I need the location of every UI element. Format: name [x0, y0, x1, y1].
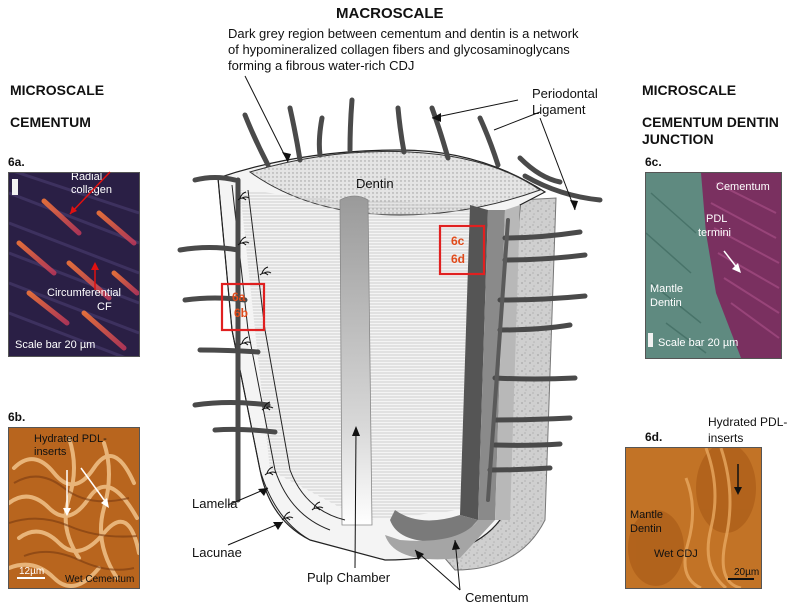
highlight-box-6a-6b [220, 282, 266, 332]
circumferential-arrowhead [91, 262, 99, 270]
right-heading-cementum-dentin: CEMENTUM DENTIN [642, 114, 779, 130]
pdl-termini-label-line2: termini [698, 227, 732, 239]
box-label-6c: 6c [451, 234, 465, 248]
hydrated-pdl-inserts-label-6d-line2: inserts [708, 431, 744, 445]
panel-6a-label: 6a. [8, 155, 25, 169]
mantle-dentin-label-6d-line2: Dentin [630, 523, 662, 535]
wet-cementum-label: Wet Cementum [65, 574, 135, 585]
panel-6c-scale-bar-text: Scale bar 20 µm [658, 337, 739, 349]
box-label-6b: 6b [234, 306, 249, 320]
ligament-fiber-strands [235, 177, 510, 503]
right-heading-microscale: MICROSCALE [642, 82, 737, 98]
lacunae-label: Lacunae [192, 545, 242, 560]
left-heading-microscale: MICROSCALE [10, 82, 105, 98]
cementum-micrograph-6a-texture [9, 173, 139, 356]
pulp-chamber [339, 195, 373, 526]
macroscale-description-line3: forming a fibrous water-rich CDJ [228, 58, 415, 73]
periodontal-ligament-label-line2: Ligament [532, 102, 586, 117]
apex-outer-layer [385, 520, 495, 560]
cementum-middle-layer [495, 205, 520, 520]
hydrated-pdl-inserts-label-6b-line1: Hydrated PDL- [34, 433, 107, 445]
cdj-histology-6c: Cementum PDL termini Mantle Dentin Scale… [645, 172, 782, 359]
radial-collagen-arrowhead [70, 206, 77, 214]
panel-6d-label: 6d. [645, 430, 663, 444]
mantle-dentin-label-6c-line1: Mantle [650, 283, 684, 295]
panel-6c-label: 6c. [645, 155, 662, 169]
cdj-afm-6d-texture [626, 448, 761, 588]
cdj-dark-band [460, 205, 488, 520]
cementum-inner-layer [478, 210, 505, 520]
cementum-micrograph-6a: Radial collagen Circumferential CF Scale… [8, 172, 140, 357]
cdj-histology-6c-texture [646, 173, 781, 358]
panel-6b-scale-bar-text: 12µm [19, 566, 45, 577]
box-label-6a: 6a [232, 290, 246, 304]
panel-6b-label: 6b. [8, 410, 26, 424]
periodontal-ligament-label-line1: Periodontal [532, 86, 598, 101]
radial-collagen-arrow [69, 171, 111, 215]
macroscale-description-line1: Dark grey region between cementum and de… [228, 26, 579, 41]
apex-inner-layer [390, 510, 478, 542]
wet-cdj-label: Wet CDJ [654, 548, 698, 560]
hydrated-pdl-inserts-label-6b-line2: inserts [34, 446, 67, 458]
mantle-dentin-label-6c-line2: Dentin [650, 297, 682, 309]
box-label-6d: 6d [451, 252, 466, 266]
left-heading-cementum: CEMENTUM [10, 114, 91, 130]
panel-6a-scale-bar-text: Scale bar 20 µm [15, 339, 96, 351]
cdj-afm-6d: Mantle Dentin Wet CDJ 20µm [625, 447, 762, 589]
mantle-dentin-label-6d-line1: Mantle [630, 509, 664, 521]
lamella-bands [217, 177, 346, 541]
macroscale-title: MACROSCALE [336, 5, 444, 22]
right-heading-junction: JUNCTION [642, 131, 714, 147]
circumferential-cf-label-line1: Circumferential [47, 287, 121, 299]
dentin-tubules-right [365, 200, 470, 520]
highlight-box-6c-6d [438, 224, 486, 276]
lamella-label: Lamella [192, 496, 238, 511]
pulp-chamber-label: Pulp Chamber [307, 570, 391, 585]
cementum-afm-6b: Hydrated PDL- inserts 12µm Wet Cementum [8, 427, 140, 589]
lacunae-cells [237, 191, 324, 521]
radial-collagen-label: Radial collagen [71, 172, 112, 196]
dentin-label: Dentin [356, 176, 394, 191]
cementum-label: Cementum [465, 590, 529, 605]
circumferential-cf-label-line2: CF [97, 301, 112, 313]
panel-6d-scale-bar-text: 20µm [734, 567, 760, 578]
periodontal-ligament-fibers [177, 97, 603, 473]
pdl-termini-label-line1: PDL [706, 213, 728, 225]
leader-arrowheads [258, 113, 578, 560]
hydrated-pdl-inserts-label-6d-line1: Hydrated PDL- [708, 415, 788, 429]
cementum-label-6c: Cementum [716, 181, 770, 193]
cementum-afm-6b-texture [9, 428, 139, 588]
macroscale-description-line2: of hypomineralized collagen fibers and g… [228, 42, 570, 57]
